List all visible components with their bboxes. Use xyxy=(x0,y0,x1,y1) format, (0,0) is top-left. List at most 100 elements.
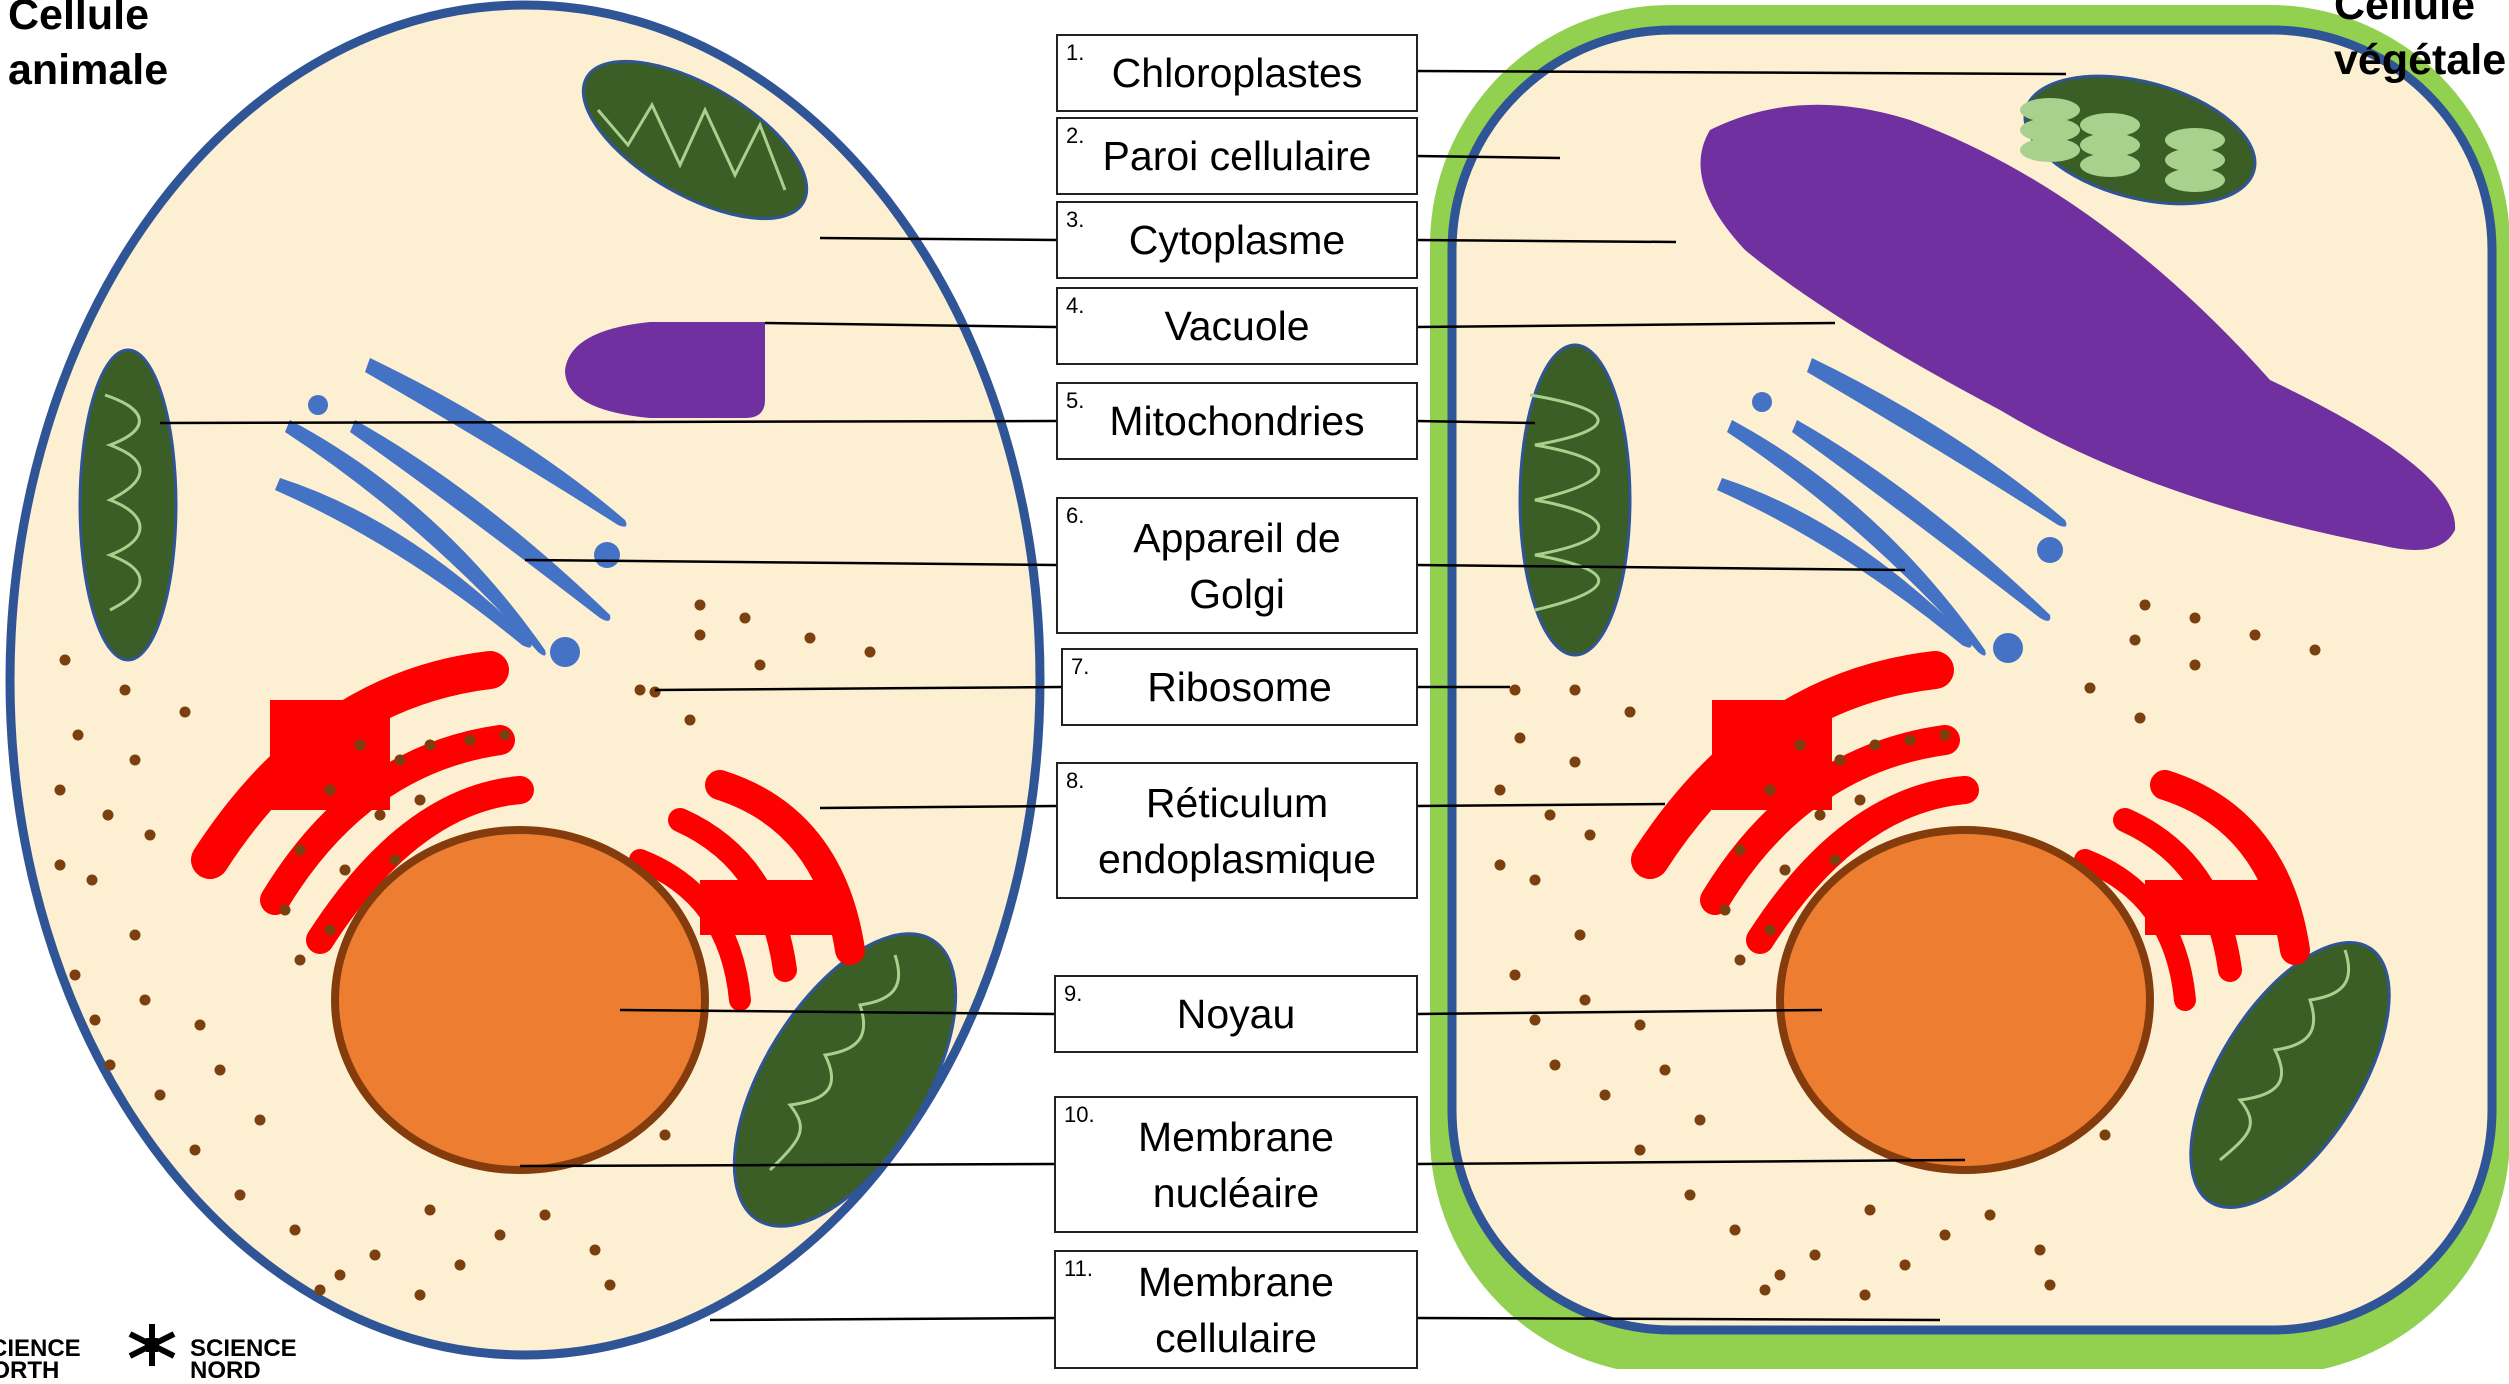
label-number: 8. xyxy=(1066,768,1084,794)
ribosome-dot xyxy=(1940,1230,1951,1241)
ribosome-dot xyxy=(180,707,191,718)
label-number: 10. xyxy=(1064,1102,1095,1128)
ribosome-dot xyxy=(2035,1245,2046,1256)
ribosome-dot xyxy=(1855,795,1866,806)
ribosome-dot xyxy=(130,930,141,941)
ribosome-dot xyxy=(425,740,436,751)
ribosome-dot xyxy=(55,785,66,796)
animal-cell-title: Cellule animale xyxy=(8,0,168,98)
label-box-mitochondries: 5. Mitochondries xyxy=(1056,382,1418,460)
ribosome-dot xyxy=(755,660,766,671)
science-north-logo: SCIENCE NORTH SCIENCE NORD xyxy=(0,1316,330,1369)
ribosome-dot xyxy=(1635,1020,1646,1031)
label-box-cytoplasme: 3. Cytoplasme xyxy=(1056,201,1418,279)
ribosome-dot xyxy=(155,1090,166,1101)
ribosome-dot xyxy=(1550,1060,1561,1071)
ribosome-dot xyxy=(235,1190,246,1201)
ribosome-dot xyxy=(355,740,366,751)
ribosome-dot xyxy=(103,810,114,821)
ribosome-dot xyxy=(1865,1205,1876,1216)
ribosome-dot xyxy=(1580,995,1591,1006)
ribosome-dot xyxy=(2135,713,2146,724)
label-number: 1. xyxy=(1066,40,1084,66)
ribosome-dot xyxy=(455,1260,466,1271)
ribosome-dot xyxy=(395,755,406,766)
label-number: 4. xyxy=(1066,293,1084,319)
ribosome-dot xyxy=(1625,707,1636,718)
ribosome-dot xyxy=(70,970,81,981)
ribosome-dot xyxy=(415,1290,426,1301)
logo-text-right: SCIENCE NORD xyxy=(190,1338,297,1382)
ribosome-dot xyxy=(865,647,876,658)
ribosome-dot xyxy=(540,1210,551,1221)
ribosome-dot xyxy=(1795,740,1806,751)
ribosome-dot xyxy=(1510,970,1521,981)
label-text: Réticulum endoplasmique xyxy=(1098,775,1376,887)
ribosome-dot xyxy=(295,955,306,966)
animal-golgi-vesicle xyxy=(594,542,620,568)
ribosome-dot xyxy=(60,655,71,666)
animal-cell xyxy=(10,5,1040,1355)
plant-golgi-vesicle xyxy=(1752,392,1772,412)
label-text: Vacuole xyxy=(1164,298,1309,354)
ribosome-dot xyxy=(295,845,306,856)
label-text: Paroi cellulaire xyxy=(1103,128,1372,184)
ribosome-dot xyxy=(315,1285,326,1296)
ribosome-dot xyxy=(1600,1090,1611,1101)
animal-vacuole xyxy=(565,322,765,418)
ribosome-dot xyxy=(1695,1115,1706,1126)
ribosome-dot xyxy=(1585,830,1596,841)
label-text: Membrane cellulaire xyxy=(1138,1254,1334,1366)
ribosome-dot xyxy=(1835,755,1846,766)
ribosome-dot xyxy=(805,633,816,644)
ribosome-dot xyxy=(650,687,661,698)
label-number: 11. xyxy=(1064,1256,1093,1282)
label-text: Chloroplastes xyxy=(1112,45,1363,101)
label-text: Cytoplasme xyxy=(1129,212,1345,268)
ribosome-dot xyxy=(1660,1065,1671,1076)
animal-golgi-vesicle xyxy=(308,395,328,415)
ribosome-dot xyxy=(1940,730,1951,741)
ribosome-dot xyxy=(1760,1285,1771,1296)
ribosome-dot xyxy=(1570,757,1581,768)
ribosome-dot xyxy=(2140,600,2151,611)
ribosome-dot xyxy=(195,1020,206,1031)
animal-nucleus xyxy=(335,830,705,1170)
plant-er-stem xyxy=(2145,880,2285,935)
label-number: 3. xyxy=(1066,207,1084,233)
ribosome-dot xyxy=(105,1060,116,1071)
ribosome-dot xyxy=(1495,860,1506,871)
ribosome-dot xyxy=(73,730,84,741)
label-number: 9. xyxy=(1064,981,1082,1007)
label-text: Membrane nucléaire xyxy=(1138,1109,1334,1221)
label-box-appareil-de-golgi: 6. Appareil de Golgi xyxy=(1056,497,1418,634)
ribosome-dot xyxy=(605,1280,616,1291)
ribosome-dot xyxy=(1815,810,1826,821)
ribosome-dot xyxy=(2045,1280,2056,1291)
ribosome-dot xyxy=(2310,645,2321,656)
label-box-membrane-cellulaire: 11. Membrane cellulaire xyxy=(1054,1250,1418,1369)
ribosome-dot xyxy=(495,1230,506,1241)
ribosome-dot xyxy=(215,1065,226,1076)
ribosome-dot xyxy=(2085,683,2096,694)
ribosome-dot xyxy=(335,1270,346,1281)
animal-golgi-vesicle xyxy=(550,637,580,667)
ribosome-dot xyxy=(685,715,696,726)
label-box-ribosome: 7. Ribosome xyxy=(1061,648,1418,726)
ribosome-dot xyxy=(1735,955,1746,966)
label-number: 2. xyxy=(1066,123,1084,149)
label-box-vacuole: 4. Vacuole xyxy=(1056,287,1418,365)
ribosome-dot xyxy=(1905,735,1916,746)
label-box-noyau: 9. Noyau xyxy=(1054,975,1418,1053)
ribosome-dot xyxy=(1545,810,1556,821)
ribosome-dot xyxy=(1570,685,1581,696)
ribosome-dot xyxy=(2190,613,2201,624)
plant-cell xyxy=(1430,5,2509,1369)
ribosome-dot xyxy=(325,785,336,796)
ribosome-dot xyxy=(1860,1290,1871,1301)
ribosome-dot xyxy=(695,600,706,611)
ribosome-dot xyxy=(1730,1225,1741,1236)
ribosome-dot xyxy=(290,1225,301,1236)
ribosome-dot xyxy=(1510,685,1521,696)
